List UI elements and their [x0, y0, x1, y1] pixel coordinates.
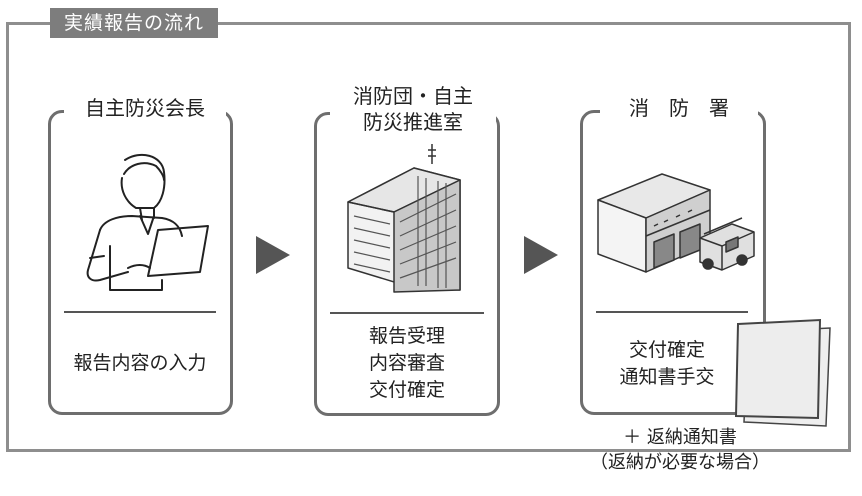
footnote-line-2: （返納が必要な場合）	[590, 452, 770, 473]
step1-divider	[64, 311, 216, 313]
triangle-arrow-right-icon	[524, 236, 558, 274]
step1-text-line-1: 報告内容の入力	[73, 352, 207, 374]
fire-station-icon	[592, 160, 762, 280]
flow-frame	[6, 22, 851, 452]
step2-divider	[330, 312, 484, 314]
document-paper-icon	[734, 318, 834, 430]
step2-heading-line-1: 消防団・自主	[330, 83, 496, 109]
triangle-arrow-right-icon	[256, 236, 290, 274]
step2-heading-line-2: 防災推進室	[330, 109, 496, 135]
step3-text-line-1: 交付確定	[628, 339, 705, 361]
step2-text-line-3: 交付確定	[368, 379, 445, 401]
office-building-icon	[340, 140, 480, 300]
step1-heading: 自主防災会長	[64, 95, 226, 121]
step3-heading: 消 防 署	[600, 95, 758, 121]
step2-text-line-2: 内容審査	[368, 352, 445, 374]
person-with-laptop-icon	[70, 150, 210, 300]
step2-text-line-1: 報告受理	[368, 325, 445, 347]
step3-divider	[596, 311, 748, 313]
step3-text-line-2: 通知書手交	[619, 366, 715, 388]
flow-title: 実績報告の流れ	[50, 8, 219, 38]
footnote-line-1: ＋ 返納通知書	[623, 427, 737, 448]
